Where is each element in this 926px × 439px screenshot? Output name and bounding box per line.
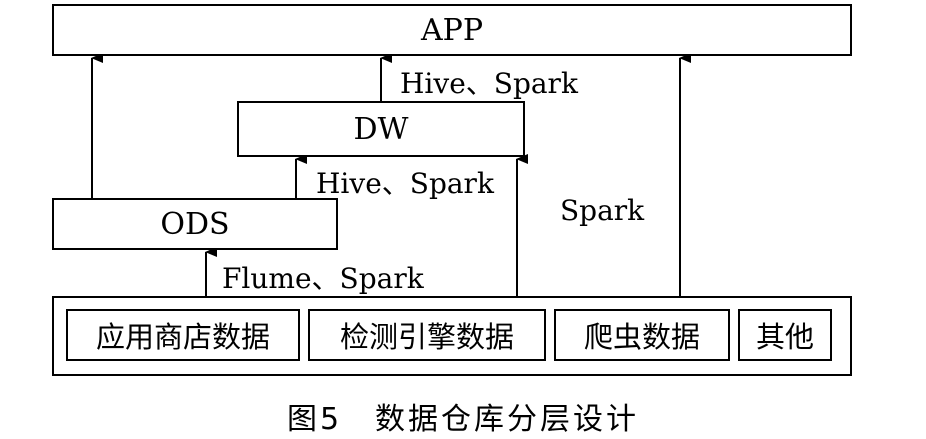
dw-layer-label: DW: [353, 111, 409, 147]
edge-label-dw-to-app: Hive、Spark: [400, 67, 578, 100]
dw-layer-box: DW: [237, 101, 525, 157]
ods-layer-box: ODS: [52, 198, 338, 250]
edge-label-sources-to-app: Spark: [560, 194, 645, 227]
edge-label-ods-to-dw: Hive、Spark: [316, 167, 494, 200]
figure-caption: 图5 数据仓库分层设计: [286, 402, 640, 437]
source-detection-engine-data: 检测引擎数据: [308, 309, 546, 361]
app-layer-label: APP: [420, 12, 484, 48]
app-layer-box: APP: [52, 4, 852, 56]
data-sources-container: 应用商店数据 检测引擎数据 爬虫数据 其他: [52, 296, 852, 376]
source-crawler-data: 爬虫数据: [554, 309, 730, 361]
source-other: 其他: [738, 309, 832, 361]
edge-label-sources-to-ods: Flume、Spark: [222, 262, 424, 295]
source-app-store-data: 应用商店数据: [66, 309, 300, 361]
ods-layer-label: ODS: [160, 206, 230, 242]
